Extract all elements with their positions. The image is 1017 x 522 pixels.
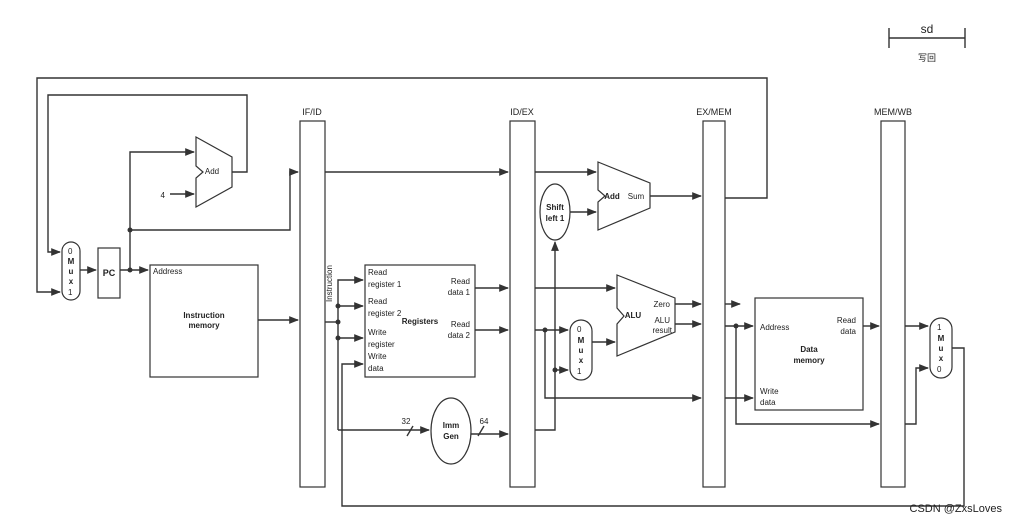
- svg-text:Instruction: Instruction: [183, 311, 224, 320]
- instruction-memory: [149, 264, 259, 378]
- ifid-register: [299, 120, 326, 488]
- svg-text:0: 0: [937, 365, 942, 374]
- alu-mux: 0 M u x 1: [569, 319, 593, 381]
- svg-text:1: 1: [577, 367, 582, 376]
- svg-text:Read: Read: [368, 297, 387, 306]
- branch-adder-label: Add: [604, 192, 620, 201]
- imm-in-width: 32: [402, 417, 411, 426]
- svg-text:1: 1: [937, 323, 942, 332]
- svg-text:u: u: [939, 344, 944, 353]
- svg-text:Write: Write: [368, 328, 387, 337]
- memwb-label: MEM/WB: [874, 107, 912, 117]
- exmem-register: [702, 120, 726, 488]
- exmem-label: EX/MEM: [696, 107, 732, 117]
- svg-text:data: data: [368, 364, 384, 373]
- svg-text:Shift: Shift: [546, 203, 564, 212]
- shift-left-unit: [539, 183, 571, 241]
- idex-register: [509, 120, 536, 488]
- pc-label: PC: [103, 268, 116, 278]
- writeback-mux: 1 M u x 0: [929, 317, 953, 379]
- svg-text:M: M: [68, 257, 75, 266]
- svg-text:M: M: [578, 336, 585, 345]
- data-memory: [754, 297, 864, 411]
- svg-text:Write: Write: [760, 387, 779, 396]
- svg-text:Read: Read: [368, 268, 387, 277]
- svg-text:result: result: [652, 326, 672, 335]
- idex-label: ID/EX: [510, 107, 534, 117]
- branch-sum-label: Sum: [628, 192, 645, 201]
- pc-adder-label: Add: [205, 167, 219, 176]
- svg-text:register: register: [368, 340, 395, 349]
- svg-text:memory: memory: [188, 321, 220, 330]
- legend-stage: sd: [921, 22, 934, 36]
- svg-text:0: 0: [577, 325, 582, 334]
- const-four: 4: [161, 191, 166, 200]
- legend-caption: 写回: [918, 53, 936, 63]
- svg-text:data 2: data 2: [448, 331, 471, 340]
- pc-mux: 0 M u x 1: [61, 241, 81, 301]
- alu-label: ALU: [625, 311, 642, 320]
- registers-title: Registers: [402, 317, 439, 326]
- svg-text:memory: memory: [793, 356, 825, 365]
- svg-text:x: x: [69, 277, 74, 286]
- ifid-label: IF/ID: [302, 107, 322, 117]
- svg-text:Zero: Zero: [654, 300, 671, 309]
- watermark: CSDN @ZxsLoves: [910, 503, 1003, 515]
- imm-out-width: 64: [480, 417, 489, 426]
- svg-text:ALU: ALU: [654, 316, 670, 325]
- pc-adder: Add: [195, 135, 233, 209]
- svg-text:Read: Read: [451, 320, 470, 329]
- pc-mux-in0: 0: [68, 247, 73, 256]
- branch-adder: Add Sum: [597, 161, 651, 231]
- legend: sd 写回: [888, 22, 966, 63]
- svg-text:data: data: [840, 327, 856, 336]
- memwb-register: [880, 120, 906, 488]
- imem-address-port: Address: [153, 267, 182, 276]
- imm-gen: [430, 397, 472, 465]
- register-file: [364, 264, 476, 378]
- svg-text:left 1: left 1: [546, 214, 565, 223]
- svg-text:x: x: [579, 356, 584, 365]
- alu: ALU Zero ALU result: [616, 274, 676, 357]
- datapath-wires: [36, 77, 965, 507]
- svg-text:register 2: register 2: [368, 309, 402, 318]
- instruction-bus-label: Instruction: [325, 265, 334, 302]
- svg-text:Read: Read: [451, 277, 470, 286]
- svg-text:Imm: Imm: [443, 421, 459, 430]
- svg-text:Gen: Gen: [443, 432, 459, 441]
- svg-text:M: M: [938, 334, 945, 343]
- svg-text:register 1: register 1: [368, 280, 402, 289]
- svg-text:Address: Address: [760, 323, 789, 332]
- svg-text:u: u: [69, 267, 74, 276]
- svg-text:x: x: [939, 354, 944, 363]
- svg-text:u: u: [579, 346, 584, 355]
- svg-text:Write: Write: [368, 352, 387, 361]
- svg-text:Data: Data: [800, 345, 818, 354]
- svg-text:Read: Read: [837, 316, 856, 325]
- svg-text:data 1: data 1: [448, 288, 471, 297]
- pc-register: [97, 247, 121, 299]
- pc-mux-in1: 1: [68, 288, 73, 297]
- svg-text:data: data: [760, 398, 776, 407]
